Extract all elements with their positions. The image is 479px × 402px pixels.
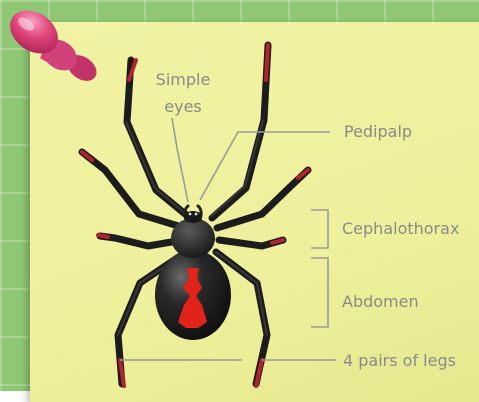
label-cephalothorax: Cephalothorax <box>342 219 459 239</box>
simple-eye-icon <box>189 213 192 216</box>
push-pin-icon <box>2 2 102 87</box>
label-simple-eyes-line2: eyes <box>146 97 220 117</box>
label-legs: 4 pairs of legs <box>343 351 456 371</box>
simple-eye-icon <box>195 213 198 216</box>
label-abdomen: Abdomen <box>342 292 419 312</box>
label-pedipalp: Pedipalp <box>344 122 412 142</box>
spider-diagram <box>0 0 479 391</box>
spider-head <box>184 211 202 223</box>
spider-cephalothorax <box>171 218 215 258</box>
label-simple-eyes-line1: Simple <box>146 70 220 90</box>
